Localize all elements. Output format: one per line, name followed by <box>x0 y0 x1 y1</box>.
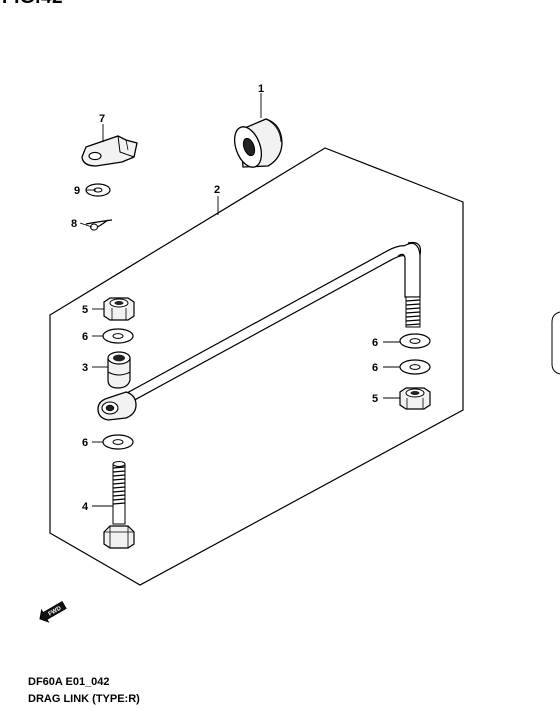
part-grommet <box>233 118 283 168</box>
callout-6-right-lower: 6 <box>372 362 378 374</box>
part-washer-left-lower <box>102 434 134 450</box>
part-cotter-pin <box>85 219 113 231</box>
figure-code: DF60A E01_042 <box>28 676 110 688</box>
callout-5-right: 5 <box>372 393 378 405</box>
callout-8: 8 <box>71 218 77 230</box>
callout-6-left-upper: 6 <box>82 331 88 343</box>
part-washer-right-upper <box>399 333 431 349</box>
part-washer-left-upper <box>102 328 134 344</box>
figure-title: FIG.42 <box>2 0 63 9</box>
part-bolt <box>103 461 135 549</box>
part-link-joint <box>81 135 138 167</box>
callout-1: 1 <box>258 83 264 95</box>
callout-5-left: 5 <box>82 304 88 316</box>
figure-name: DRAG LINK (TYPE:R) <box>28 693 140 705</box>
callout-6-left-lower: 6 <box>82 437 88 449</box>
callout-3: 3 <box>82 362 88 374</box>
fwd-arrow-icon: FWD <box>39 600 67 623</box>
part-bushing <box>107 351 131 389</box>
page-edge-mark <box>551 311 560 375</box>
callout-2: 2 <box>214 184 220 196</box>
callout-9: 9 <box>74 185 80 197</box>
part-nut-right <box>399 387 431 410</box>
part-washer-small <box>85 183 111 197</box>
part-washer-right-lower <box>399 359 431 375</box>
callout-7: 7 <box>99 113 105 125</box>
part-nut-left <box>103 297 135 321</box>
callout-4: 4 <box>82 501 89 513</box>
assembly-outline <box>49 147 464 586</box>
leader-lines <box>79 93 400 507</box>
part-drag-link-rod <box>97 241 422 421</box>
callout-6-right-upper: 6 <box>372 337 378 349</box>
